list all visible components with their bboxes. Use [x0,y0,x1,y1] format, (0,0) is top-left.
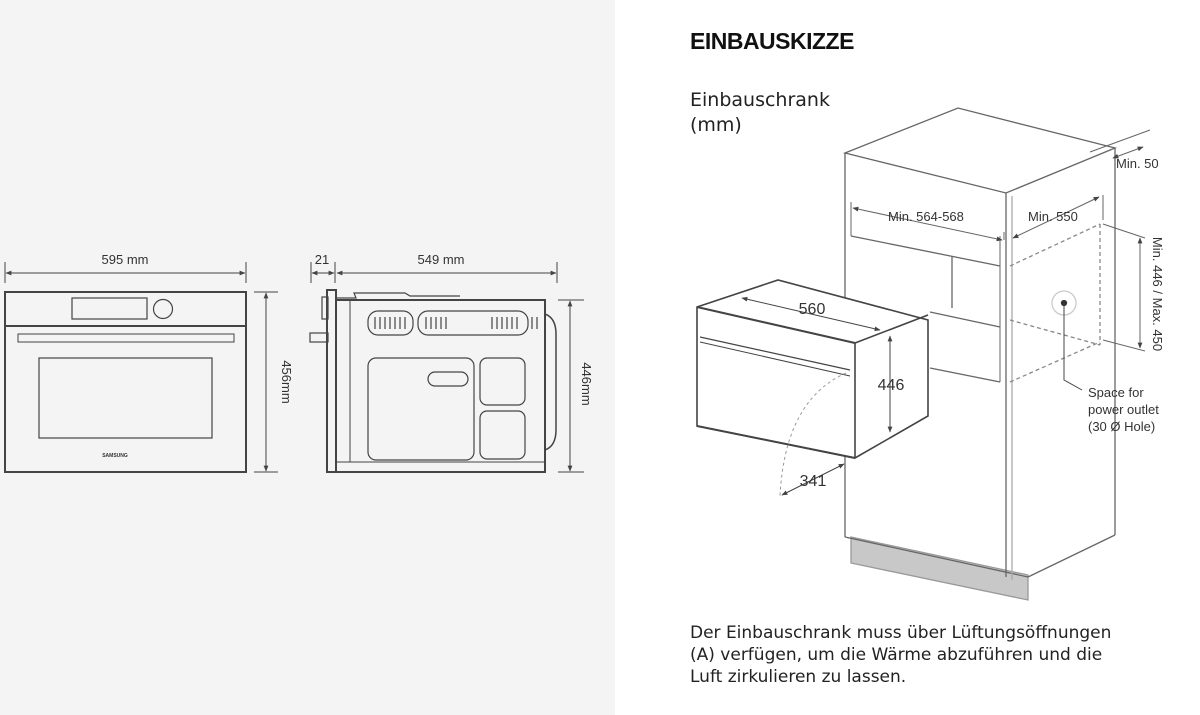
side-view-drawing [309,262,584,473]
subtitle: Einbauschrank (mm) [690,88,830,138]
outlet-label-line3: (30 Ø Hole) [1088,419,1155,434]
ventilation-note: Der Einbauschrank muss über Lüftungsöffn… [690,622,1190,688]
side-depth-label: 549 mm [418,252,465,267]
cabinet-width-label: Min. 564-568 [888,209,964,224]
appliance-drawing [696,279,929,497]
note-line: (A) verfügen, um die Wärme abzuführen un… [690,645,1103,665]
outlet-label-line1: Space for [1088,385,1144,400]
front-view-drawing [4,262,278,473]
door-depth-label: 21 [315,252,329,267]
subtitle-line2: (mm) [690,114,742,136]
side-height-label: 446mm [579,362,594,405]
appliance-height-label: 446 [878,377,905,394]
note-line: Der Einbauschrank muss über Lüftungsöffn… [690,623,1112,643]
outlet-label-line2: power outlet [1088,402,1159,417]
cabinet-height-label: Min. 446 / Max. 450 [1150,237,1165,351]
door-swing-label: 341 [800,473,827,490]
front-height-label: 456mm [279,360,294,403]
min-rear-gap-label: Min. 50 [1116,156,1159,171]
brand-logo: SAMSUNG [102,453,128,459]
subtitle-line1: Einbauschrank [690,89,830,111]
front-width-label: 595 mm [102,252,149,267]
note-line: Luft zirkulieren zu lassen. [690,667,907,687]
cabinet-depth-label: Min. 550 [1028,209,1078,224]
cabinet-drawing [842,107,1151,601]
appliance-width-label: 560 [799,301,826,318]
page-title: EINBAUSKIZZE [690,28,854,54]
